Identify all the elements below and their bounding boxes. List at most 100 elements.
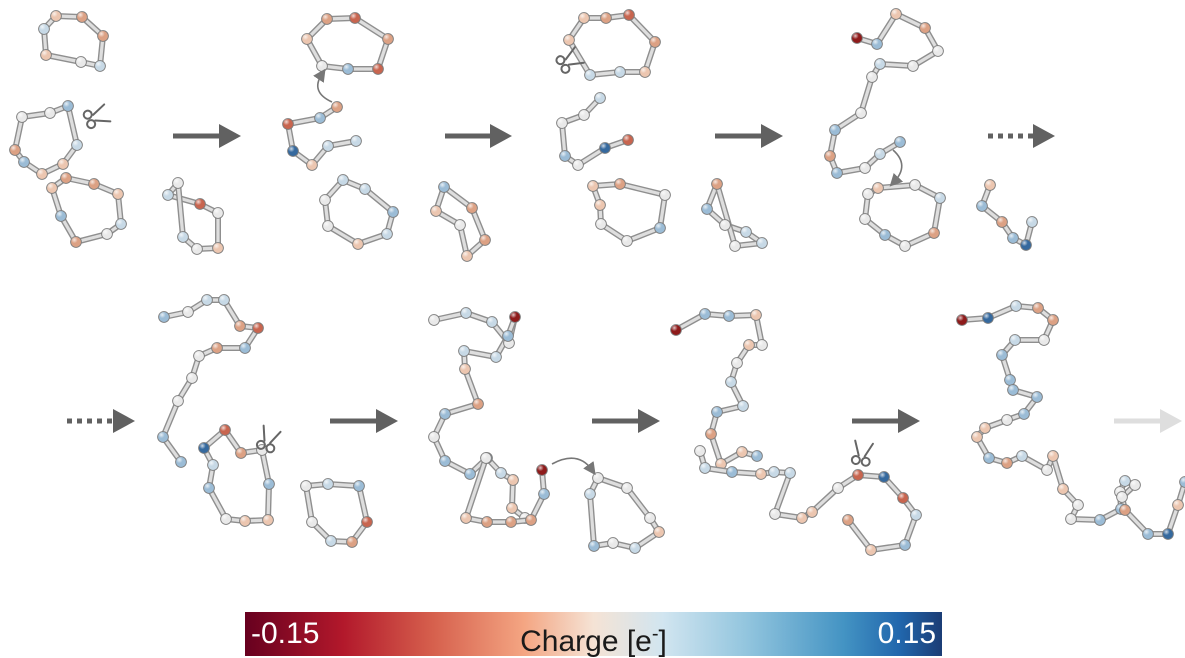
molecule-chain: [428, 307, 531, 524]
atom-shine: [182, 306, 194, 318]
atom-shine: [76, 11, 88, 23]
atom-shine: [1094, 514, 1106, 526]
atom-shine: [592, 472, 604, 484]
atom-shine: [806, 506, 818, 518]
atom-shine: [736, 446, 748, 458]
atom-shine: [865, 544, 877, 556]
molecule-chain: [46, 172, 127, 248]
atom-shine: [563, 34, 575, 46]
atom-shine: [578, 12, 590, 24]
atom-shine: [874, 58, 886, 70]
atom-shine: [502, 330, 514, 342]
atom-shine: [18, 156, 30, 168]
dashed-arrow-icon: [988, 124, 1055, 148]
molecule-chain: [460, 452, 550, 528]
atom-shine: [1031, 391, 1043, 403]
atom-shine: [346, 536, 358, 548]
atom-shine: [342, 63, 354, 75]
atom-shine: [282, 118, 294, 130]
atom-shine: [458, 345, 470, 357]
bond-highlight: [859, 75, 874, 115]
bond-highlight: [464, 456, 488, 520]
arrow-head: [898, 409, 920, 433]
dashed-arrow-icon: [67, 409, 135, 433]
atom-shine: [322, 478, 334, 490]
atom-shine: [976, 200, 988, 212]
bond-highlight: [773, 471, 792, 516]
atom-shine: [859, 213, 871, 225]
molecule-chain: [9, 100, 83, 180]
arrow-head: [490, 124, 512, 148]
atom-shine: [1010, 300, 1022, 312]
molecule-chain: [301, 12, 394, 75]
atom-shine: [1041, 464, 1053, 476]
atom-shine: [382, 33, 394, 45]
atom-shine: [36, 168, 48, 180]
atom-shine: [910, 509, 922, 521]
atom-shine: [614, 66, 626, 78]
atom-shine: [654, 222, 666, 234]
atom-shine: [472, 398, 484, 410]
atom-shine: [979, 422, 991, 434]
atom-shine: [40, 49, 52, 61]
atom-shine: [996, 349, 1008, 361]
atom-shine: [621, 482, 633, 494]
bond-highlight: [567, 38, 592, 77]
atom-shine: [768, 466, 780, 478]
arrow-layer: [67, 68, 1182, 476]
atom-shine: [220, 513, 232, 525]
atom-shine: [711, 406, 723, 418]
bond-highlight: [304, 484, 314, 524]
atom-shine: [659, 189, 671, 201]
atom-shine: [300, 480, 312, 492]
bond-highlight: [846, 518, 873, 552]
scissors-icon: [555, 46, 585, 74]
atom-shine: [842, 514, 854, 526]
icon-layer: [82, 46, 874, 467]
atom-shine: [186, 372, 198, 384]
atom-shine: [623, 9, 635, 21]
atom-shine: [1142, 528, 1154, 540]
bond-highlight: [207, 486, 228, 521]
atom-shine: [306, 159, 318, 171]
atom-shine: [982, 312, 994, 324]
atom-shine: [46, 182, 58, 194]
atom-shine: [769, 508, 781, 520]
atom-shine: [460, 307, 472, 319]
atom-shine: [9, 144, 21, 156]
atom-shine: [172, 177, 184, 189]
atom-shine: [101, 228, 113, 240]
atom-shine: [175, 456, 187, 468]
atom-shine: [157, 431, 169, 443]
atom-shine: [556, 117, 568, 129]
atom-shine: [50, 10, 62, 22]
atom-shine: [60, 172, 72, 184]
atom-shine: [198, 442, 210, 454]
atom-shine: [428, 314, 440, 326]
molecule-chain: [584, 472, 665, 554]
atom-shine: [639, 66, 651, 78]
atom-shine: [430, 205, 442, 217]
atom-shine: [212, 242, 224, 254]
atom-shine: [584, 488, 596, 500]
atom-shine: [670, 324, 682, 336]
atom-shine: [460, 512, 472, 524]
bond-highlight: [618, 182, 667, 197]
atom-shine: [1047, 314, 1059, 326]
atom-shine: [372, 63, 384, 75]
atom-shine: [44, 107, 56, 119]
arrow-head: [376, 409, 398, 433]
atom-shine: [506, 502, 518, 514]
atom-shine: [740, 226, 752, 238]
atom-shine: [694, 445, 706, 457]
atom-shine: [699, 308, 711, 320]
bond-highlight: [44, 53, 83, 64]
atom-shine: [38, 23, 50, 35]
molecule-chain: [556, 92, 634, 171]
atom-shine: [559, 150, 571, 162]
atom-shine: [464, 468, 476, 480]
atom-shine: [193, 350, 205, 362]
bond-highlight: [66, 104, 79, 147]
molecule-chain: [282, 101, 362, 171]
atom-shine: [588, 540, 600, 552]
